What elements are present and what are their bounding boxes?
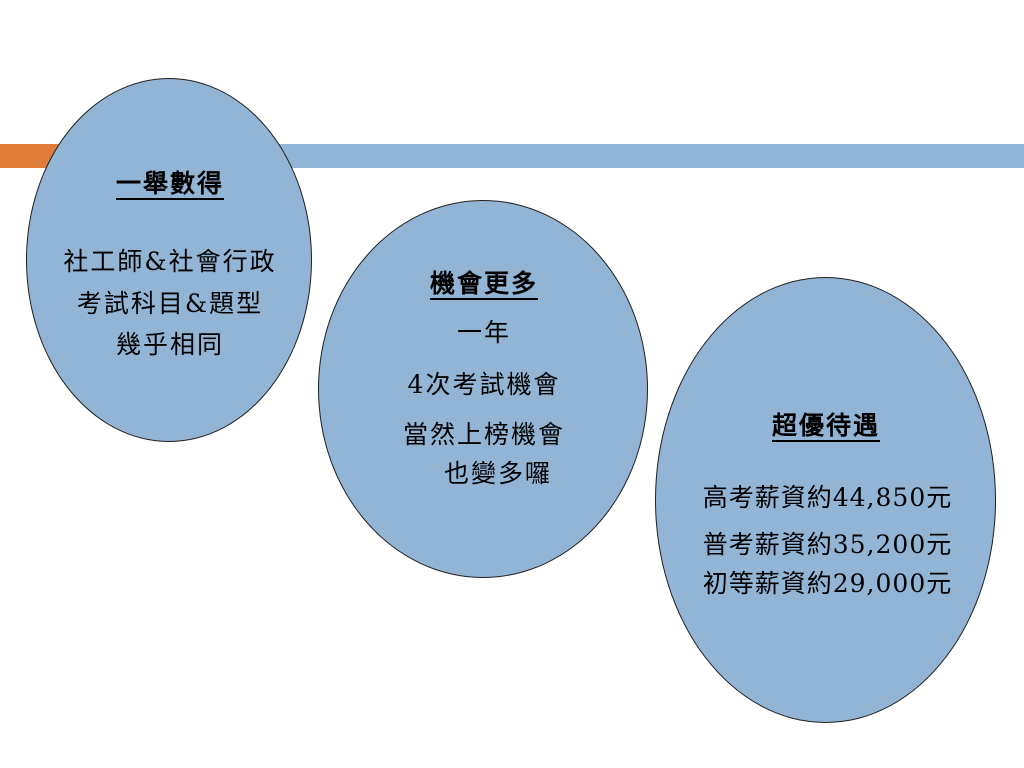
bubble-three-line-3: 初等薪資約29,000元 — [702, 569, 953, 598]
bubble-two-line-3: 當然上榜機會 — [402, 420, 565, 449]
bubble-two — [318, 200, 648, 578]
bubble-one — [26, 78, 312, 442]
bubble-one-line-3: 幾乎相同 — [115, 330, 224, 359]
bubble-three-line-2: 普考薪資約35,200元 — [702, 530, 953, 559]
bubble-two-line-2: 4次考試機會 — [407, 370, 561, 399]
bubble-two-line-4: 也變多囉 — [443, 459, 552, 488]
bubble-two-line-1: 一年 — [456, 318, 511, 347]
bubble-three-line-1: 高考薪資約44,850元 — [702, 483, 953, 512]
bubble-two-title: 機會更多 — [429, 269, 538, 298]
bubble-one-title: 一舉數得 — [115, 169, 224, 198]
bubble-one-line-1: 社工師&社會行政 — [63, 247, 277, 276]
bubble-one-line-2: 考試科目&題型 — [76, 289, 264, 318]
bubble-three-title: 超優待遇 — [771, 411, 880, 440]
bubble-three — [655, 277, 996, 723]
